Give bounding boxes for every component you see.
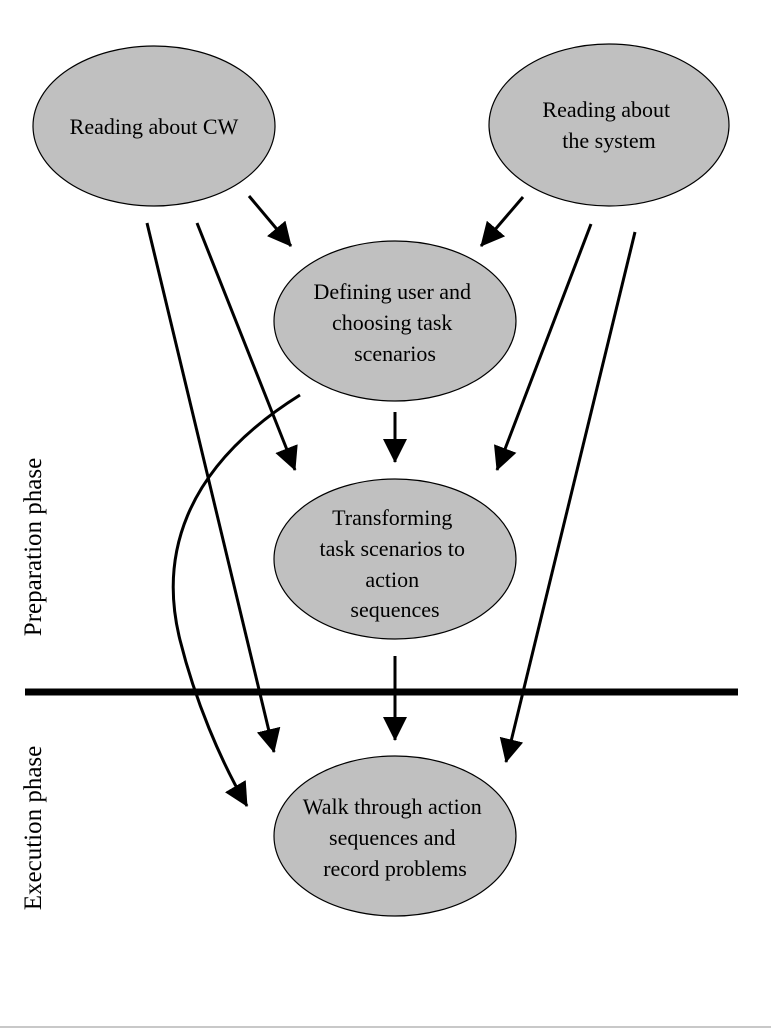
arrow-cw-to-defining (247, 195, 293, 247)
arrow-defining-to-walk-through-curved (171, 393, 301, 807)
arrows (145, 195, 637, 807)
node-walk-through: Walk through action sequences and record… (273, 755, 517, 917)
node-transforming: Transforming task scenarios to action se… (273, 478, 517, 640)
node-walk-through-label: Walk through action sequences and record… (303, 794, 488, 881)
node-defining-user-label: Defining user and choosing task scenario… (313, 279, 476, 366)
execution-phase-label: Execution phase (20, 746, 47, 911)
arrow-system-to-transforming (494, 223, 593, 471)
node-reading-about-cw: Reading about CW (32, 45, 276, 207)
arrow-system-to-walk-through (499, 231, 637, 763)
node-defining-user: Defining user and choosing task scenario… (273, 240, 517, 402)
arrow-system-to-defining (479, 196, 525, 247)
node-transforming-label: Transforming task scenarios to action se… (320, 505, 471, 622)
node-reading-about-system: Reading about the system (488, 43, 730, 207)
node-reading-about-system-label: Reading about the system (542, 97, 675, 153)
node-reading-about-cw-label: Reading about CW (70, 114, 239, 139)
arrow-cw-to-transforming (195, 222, 298, 471)
arrow-cw-to-walk-through (145, 222, 281, 753)
preparation-phase-label: Preparation phase (20, 458, 47, 636)
